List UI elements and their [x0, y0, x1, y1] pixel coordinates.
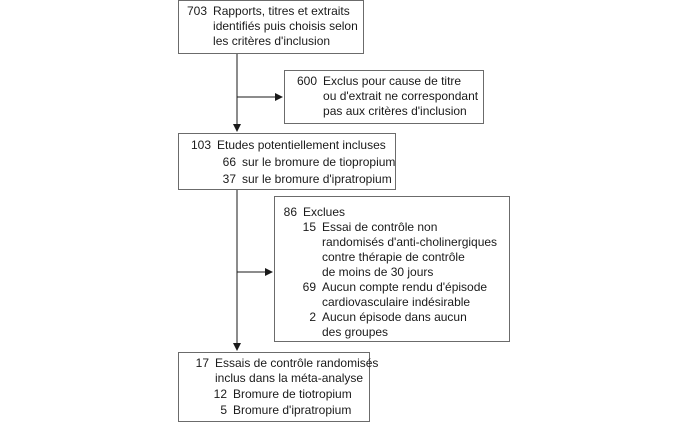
exclusion-reason-count: 2	[309, 310, 316, 324]
included-item-label: Bromure de tiotropium	[233, 387, 352, 401]
potential-item: 66 sur le bromure de tiopropium	[187, 155, 396, 170]
included-item: 12 Bromure de tiotropium	[187, 387, 363, 402]
included-count: 17	[195, 356, 209, 370]
exclusion-reason-label: Essai de contrôle non randomisés d'anti-…	[322, 220, 498, 279]
potential-count: 103	[190, 138, 211, 152]
identified-label: Rapports, titres et extraits identifiés …	[213, 4, 358, 48]
included-trials-box: 17 Essais de contrôle randomisés inclus …	[178, 352, 378, 422]
included-item-label: Bromure d'ipratropium	[233, 403, 352, 417]
included-item-count: 5	[220, 403, 227, 417]
potential-item-count: 37	[222, 172, 236, 186]
included-item-count: 12	[213, 387, 227, 401]
excluded-label: Exclues	[303, 205, 346, 219]
potential-studies-box: 103 Etudes potentiellement incluses 66 s…	[178, 133, 396, 190]
potential-label: Etudes potentiellement incluses	[217, 138, 386, 152]
potential-item-label: sur le bromure d'ipratropium	[242, 172, 392, 186]
excluded-title-box: 600 Exclus pour cause de titre ou d'extr…	[284, 70, 484, 124]
potential-item-count: 66	[222, 155, 236, 169]
potential-item-label: sur le bromure de tiopropium	[242, 155, 396, 169]
excluded-title-count: 600	[297, 74, 318, 88]
identified-count: 703	[187, 4, 208, 18]
exclusion-reason-item: 15 Essai de contrôle non randomisés d'an…	[283, 220, 503, 280]
included-item: 5 Bromure d'ipratropium	[187, 403, 363, 418]
exclusion-reason-item: 2 Aucun épisode dans aucun des groupes	[283, 310, 503, 340]
exclusion-reason-count: 15	[302, 220, 316, 234]
excluded-count: 86	[283, 205, 297, 219]
exclusion-reason-item: 69 Aucun compte rendu d'épisode cardiova…	[283, 280, 503, 310]
exclusion-reason-label: Aucun épisode dans aucun des groupes	[322, 310, 467, 339]
exclusion-reason-count: 69	[302, 280, 316, 294]
identified-records-box: 703 Rapports, titres et extraits identif…	[178, 0, 364, 54]
exclusion-reason-label: Aucun compte rendu d'épisode cardiovascu…	[322, 280, 488, 309]
included-label: Essais de contrôle randomisés inclus dan…	[215, 356, 379, 385]
excluded-title-label: Exclus pour cause de titre ou d'extrait …	[323, 74, 479, 118]
potential-item: 37 sur le bromure d'ipratropium	[187, 172, 392, 187]
excluded-studies-box: 86 Exclues 15 Essai de contrôle non rand…	[274, 196, 510, 342]
